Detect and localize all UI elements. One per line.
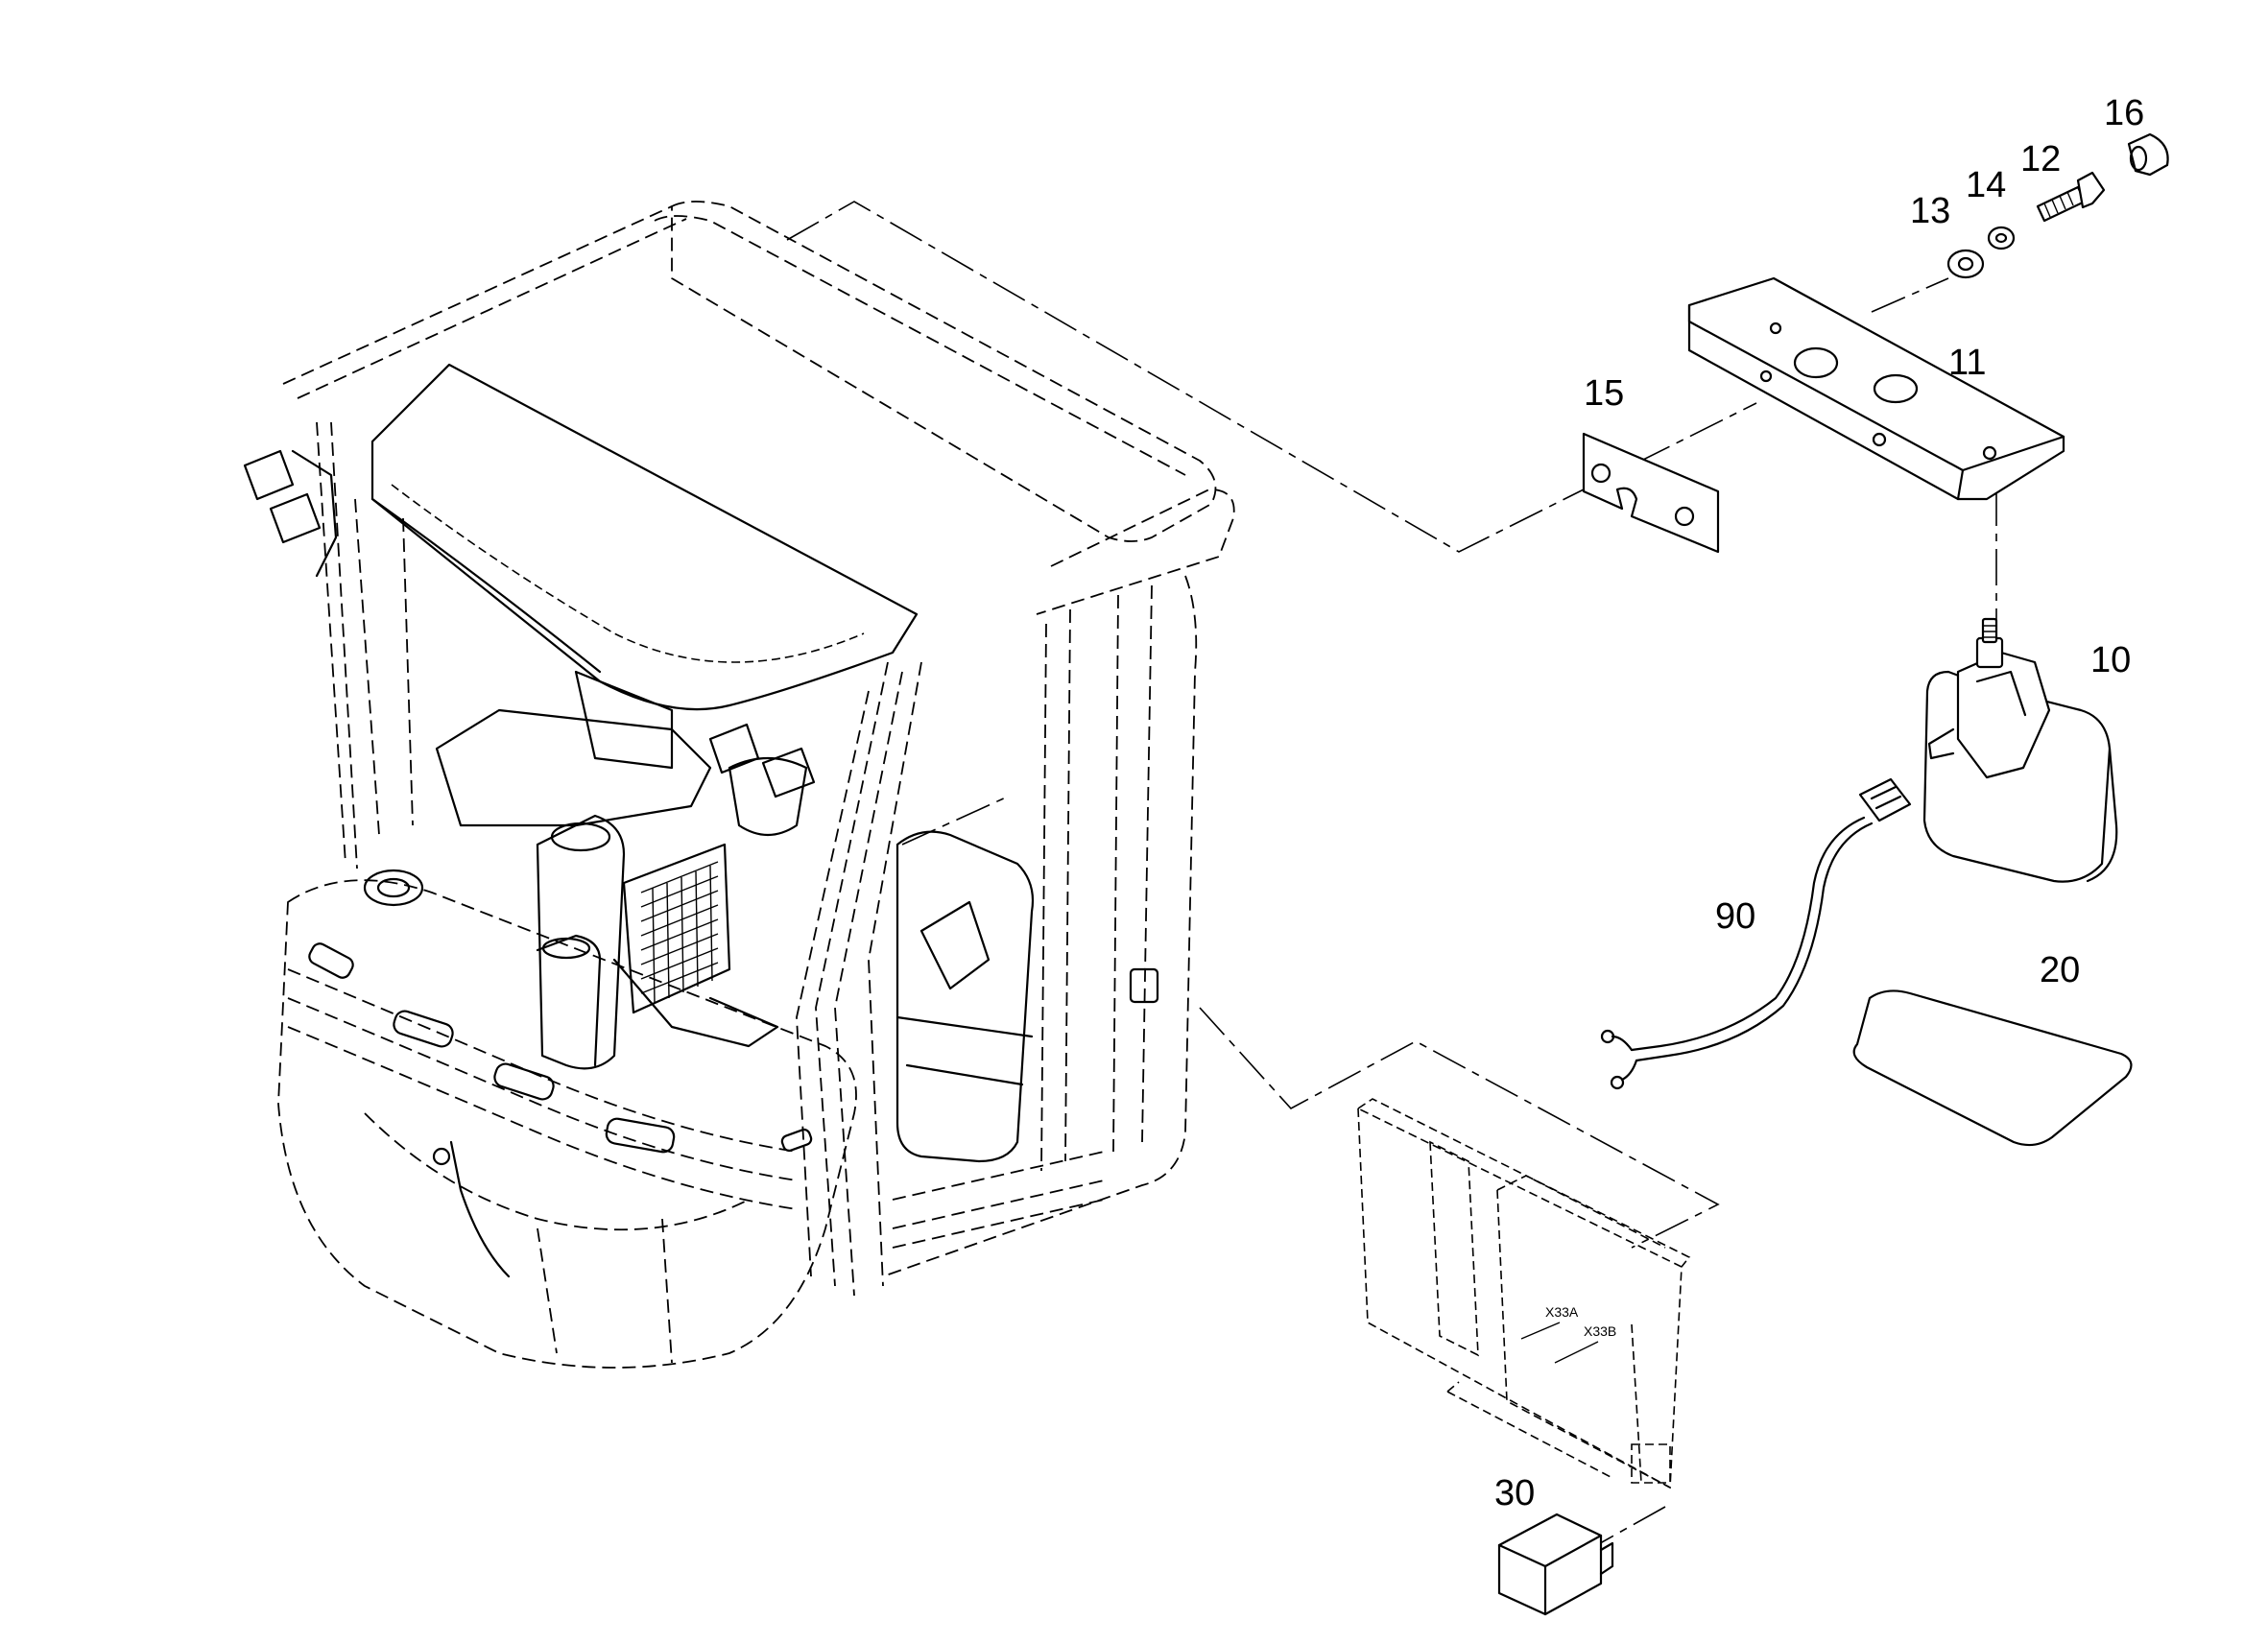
connector-label-x33a: X33A	[1545, 1304, 1579, 1320]
radiator-grille	[640, 861, 719, 1004]
callout-11: 11	[1948, 343, 1986, 383]
part-30-relay	[1497, 1513, 1614, 1616]
control-box-phantom	[1357, 1098, 1691, 1489]
callout-10: 10	[2090, 640, 2131, 680]
callout-16: 16	[2104, 93, 2144, 133]
callout-12: 12	[2020, 139, 2061, 179]
part-12-bolt	[2036, 171, 2106, 223]
part-11-mounting-bracket	[1687, 276, 2065, 501]
part-16-cap-nut	[2127, 132, 2169, 177]
callout-90: 90	[1715, 896, 1755, 937]
callout-15: 15	[1584, 373, 1624, 414]
part-14-lock-washer	[1987, 226, 2016, 250]
part-90-wiring-harness	[1600, 777, 1912, 1090]
part-20-decal	[1852, 989, 2133, 1147]
front-work-lights	[243, 449, 816, 798]
callout-14: 14	[1966, 165, 2006, 205]
connector-label-x33b: X33B	[1584, 1323, 1616, 1339]
part-10-work-lamp	[1922, 617, 2118, 883]
callout-labels: 10 11 12 13 14 15 16 20 30 90	[1494, 93, 2144, 1513]
part-13-washer	[1946, 249, 1985, 279]
callout-13: 13	[1910, 191, 1950, 231]
vehicle-cab-phantom	[243, 201, 1235, 1369]
callout-30: 30	[1494, 1473, 1535, 1513]
part-15-spacer-plate	[1582, 432, 1720, 554]
callout-20: 20	[2040, 950, 2080, 990]
tail-light-slots	[308, 942, 813, 1154]
